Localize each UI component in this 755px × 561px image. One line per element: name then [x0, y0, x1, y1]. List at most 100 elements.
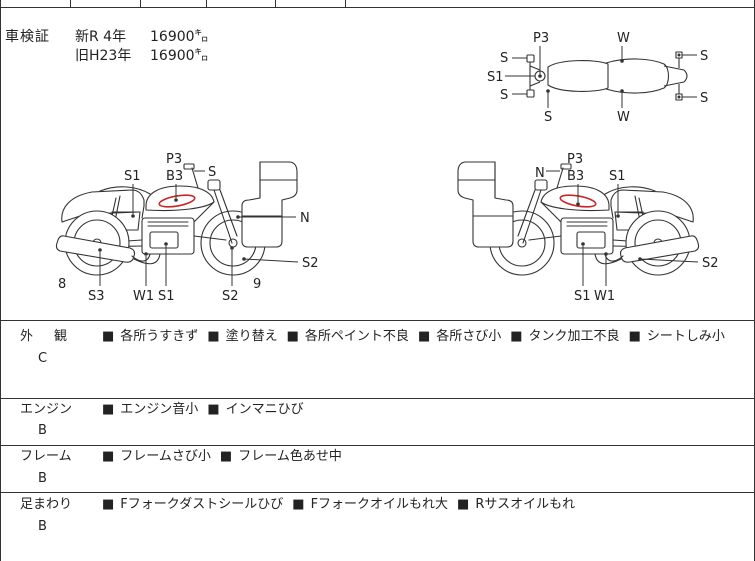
rating-notes: ■各所うすきず■塗り替え■各所ペイント不良■各所さび小■タンク加工不良■シートし… — [102, 327, 734, 347]
top-view-label: S — [544, 110, 552, 125]
rating-grade: B — [38, 519, 47, 534]
note-text: 各所うすきず — [120, 329, 199, 344]
sheet-left-border — [0, 0, 1, 561]
top-view-motorcycle — [526, 51, 688, 101]
seat-top — [605, 58, 670, 94]
damage-diagram: P3 W S S1 S S W S S S1 P3 B3 S N S2 8 S3… — [55, 31, 719, 304]
header-column-divider — [345, 0, 346, 8]
note-text: 塗り替え — [225, 329, 278, 344]
bullet-square: ■ — [102, 329, 115, 344]
left-view-label: S2 — [222, 289, 239, 304]
left-view-label: P3 — [166, 152, 182, 167]
note-text: エンジン音小 — [120, 402, 199, 417]
bullet-square: ■ — [510, 329, 523, 344]
marker-dot — [576, 202, 580, 206]
bullet-square: ■ — [286, 329, 299, 344]
marker-dot — [616, 214, 620, 218]
row-divider — [0, 398, 755, 399]
top-view-label: W — [617, 110, 630, 125]
note-item: ■ 塗り替え — [207, 329, 277, 344]
note-text: Fフォークダストシールひび — [120, 497, 284, 512]
top-view-label: S1 — [487, 70, 504, 85]
bullet-square: ■ — [207, 402, 220, 417]
left-view-label: S3 — [88, 289, 105, 304]
handlebar-grip-right — [526, 89, 535, 98]
note-text: タンク加工不良 — [528, 329, 620, 344]
top-view-label: S — [500, 51, 508, 66]
rating-category: 足まわり — [20, 497, 73, 512]
bullet-square: ■ — [102, 449, 115, 464]
marker-dot — [174, 198, 178, 202]
note-item: ■ Fフォークダストシールひび — [102, 497, 283, 512]
note-text: Rサスオイルもれ — [475, 497, 576, 512]
bullet-square: ■ — [628, 329, 641, 344]
handlebar-grip-left — [526, 54, 535, 63]
lead-line — [639, 258, 699, 263]
marker-dot — [538, 74, 542, 78]
note-text: フレームさび小 — [120, 449, 211, 464]
right-view-label: B3 — [567, 169, 584, 184]
right-view-label: P3 — [567, 152, 583, 167]
bullet-square: ■ — [417, 329, 431, 344]
marker-dot — [677, 53, 681, 57]
marker-dot — [604, 252, 608, 256]
marker-dot — [638, 257, 642, 261]
top-view-label: S — [500, 88, 508, 103]
certificate-old-mileage: 16900㌔ — [150, 48, 209, 64]
note-item: ■ シートしみ小 — [629, 329, 725, 344]
marker-dot — [131, 214, 135, 218]
marker-dot — [144, 252, 148, 256]
header-column-divider — [70, 0, 71, 8]
left-view-lead-lines — [98, 170, 299, 286]
marker-dot — [620, 89, 624, 93]
note-item: ■インマニひび — [207, 402, 303, 417]
header-column-divider — [275, 0, 276, 8]
right-view-label: W1 — [594, 289, 615, 304]
top-view-label: P3 — [533, 31, 549, 46]
note-item: ■Fフォークオイルもれ大 — [292, 497, 448, 512]
row-divider — [0, 492, 755, 493]
rating-grade: B — [38, 423, 47, 438]
rating-notes: ■ エンジン音小 ■インマニひび — [102, 400, 313, 420]
bullet-square: ■ — [219, 449, 233, 464]
bullet-square: ■ — [102, 497, 115, 512]
note-item: ■ フレームさび小 — [102, 449, 211, 464]
left-view-label: W1 — [133, 289, 154, 304]
top-view-label: S — [700, 49, 708, 64]
left-view-label: 9 — [253, 277, 261, 292]
certificate-label: 車検証 — [5, 29, 50, 45]
right-view-label: S1 — [574, 289, 591, 304]
left-view-label: S1 — [158, 289, 175, 304]
note-text: シートしみ小 — [646, 329, 725, 344]
note-item: ■ 各所ペイント不良 — [287, 329, 409, 344]
note-text: 各所ペイント不良 — [304, 329, 409, 344]
rating-category: 外 観 — [20, 329, 72, 344]
fuel-tank-top — [547, 60, 609, 92]
note-item: ■ 各所うすきず — [102, 329, 198, 344]
top-view-label: W — [617, 31, 630, 46]
certificate-new-era: 新R 4年 — [75, 29, 127, 45]
note-text: Fフォークオイルもれ大 — [310, 497, 449, 512]
left-view-label: S2 — [302, 256, 319, 271]
note-item: ■Rサスオイルもれ — [457, 497, 575, 512]
marker-dot — [620, 59, 624, 63]
bullet-square: ■ — [207, 329, 220, 344]
header-column-divider — [140, 0, 141, 8]
rating-notes: ■フレームさび小■フレーム色あせ中 — [102, 447, 351, 467]
rating-category: フレーム — [20, 449, 72, 464]
rating-grade: B — [38, 471, 47, 486]
row-divider — [0, 445, 755, 446]
header-column-divider — [206, 0, 207, 8]
marker-dot — [236, 215, 240, 219]
tail-top — [663, 65, 688, 87]
marker-dot — [98, 248, 102, 252]
left-view-label: B3 — [166, 169, 183, 184]
marker-dot — [677, 95, 681, 99]
lead-line — [243, 258, 299, 263]
marker-dot — [546, 89, 550, 93]
marker-dot — [581, 242, 585, 246]
diagram-bottom-border — [0, 320, 755, 321]
rating-grade: C — [38, 351, 48, 366]
left-view-label: S1 — [124, 169, 141, 184]
rating-notes: ■ Fフォークダストシールひび ■Fフォークオイルもれ大 ■Rサスオイルもれ — [102, 495, 584, 515]
